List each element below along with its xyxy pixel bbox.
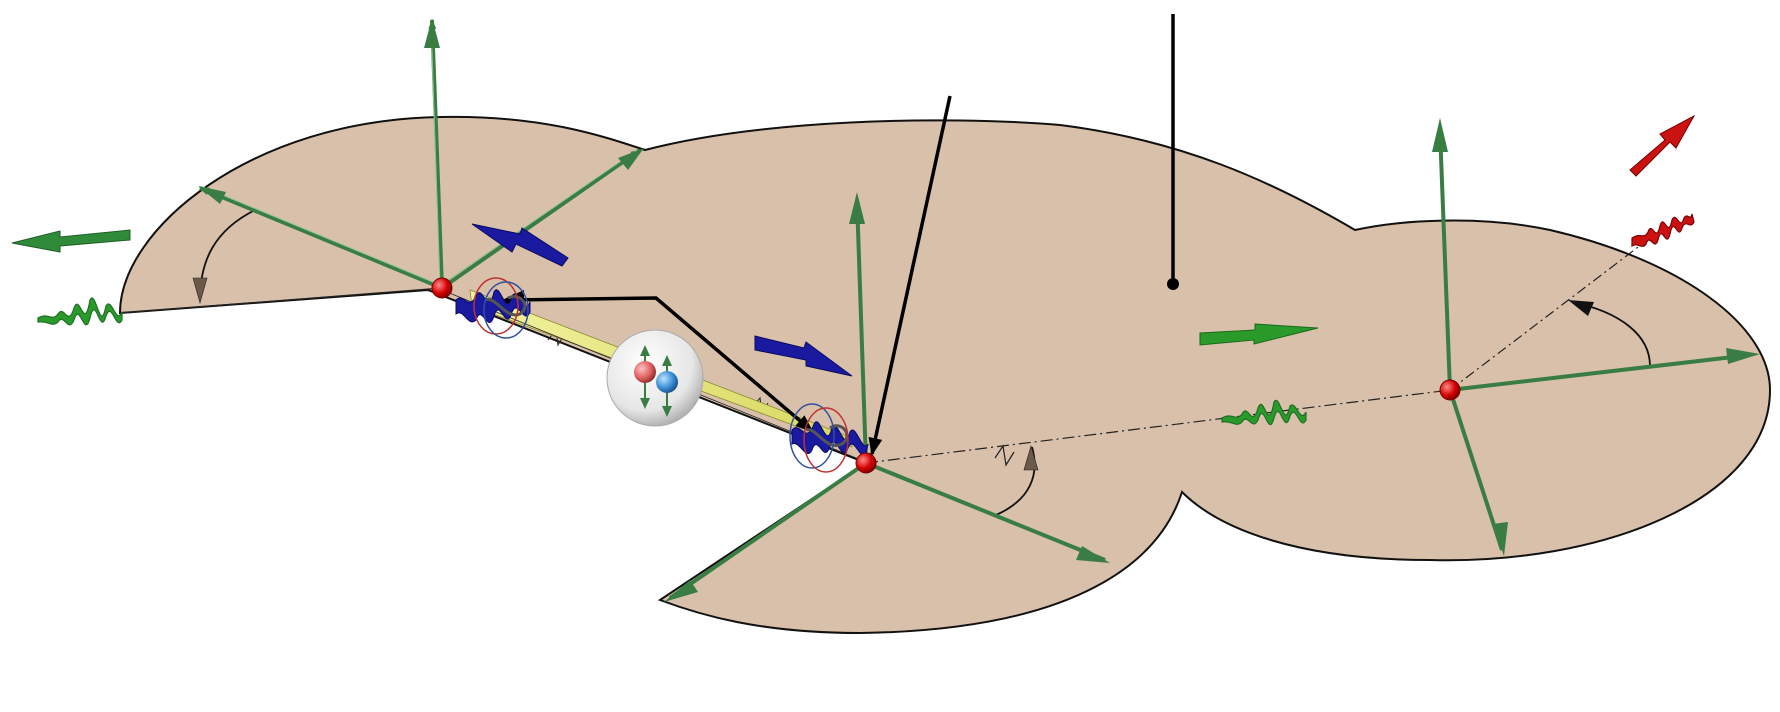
wave-packet-red-right-icon bbox=[1631, 213, 1695, 248]
link-center-right-dashdot bbox=[865, 389, 1451, 464]
axis-tip-center-right-icon bbox=[1076, 546, 1110, 563]
axis-tip-left-right-icon bbox=[618, 148, 644, 170]
wave-packet-green-center-icon bbox=[1221, 399, 1307, 426]
axis-tip-right-right-icon bbox=[1726, 348, 1760, 364]
pointer-path-elbow bbox=[510, 296, 814, 433]
node-center bbox=[855, 452, 877, 474]
link-right-dashdot bbox=[1449, 237, 1651, 391]
axes-right-node bbox=[1438, 129, 1751, 551]
angle-marker-center-icon bbox=[995, 444, 1039, 516]
node-right bbox=[1439, 379, 1461, 401]
network-plane bbox=[118, 115, 1772, 635]
axis-tip-left-up-icon bbox=[424, 18, 440, 48]
blue-arrow-upper-left-icon bbox=[471, 223, 569, 267]
baseline-left-node bbox=[119, 287, 443, 314]
axes-left-node bbox=[199, 19, 642, 290]
axes-left-node-highlight bbox=[202, 23, 638, 286]
axis-tip-center-up-icon bbox=[849, 192, 865, 224]
green-arrow-center-right-icon bbox=[1199, 323, 1319, 346]
wave-packet-blue-left-icon bbox=[455, 277, 531, 339]
red-arrow-upper-right-icon bbox=[1629, 114, 1696, 177]
pointer-dot-top bbox=[1167, 278, 1179, 290]
axis-tip-left-left-icon bbox=[198, 186, 226, 204]
zigzag-marker-center bbox=[994, 444, 1015, 467]
blue-arrow-lower-center-icon bbox=[754, 335, 853, 377]
wave-packet-green-left-icon bbox=[37, 297, 123, 326]
node-left bbox=[431, 277, 453, 299]
entangled-pair-sphere-icon bbox=[606, 329, 704, 427]
green-arrow-far-left-icon bbox=[11, 229, 131, 253]
pointer-line-diagonal bbox=[868, 95, 952, 456]
angle-marker-right-icon bbox=[1568, 300, 1651, 367]
axes-center-node bbox=[668, 199, 1106, 600]
axis-tip-center-left-icon bbox=[664, 580, 698, 602]
axis-tip-right-up-icon bbox=[1432, 118, 1448, 152]
axis-tip-right-down-icon bbox=[1492, 522, 1508, 556]
angle-marker-left-icon bbox=[192, 209, 256, 305]
